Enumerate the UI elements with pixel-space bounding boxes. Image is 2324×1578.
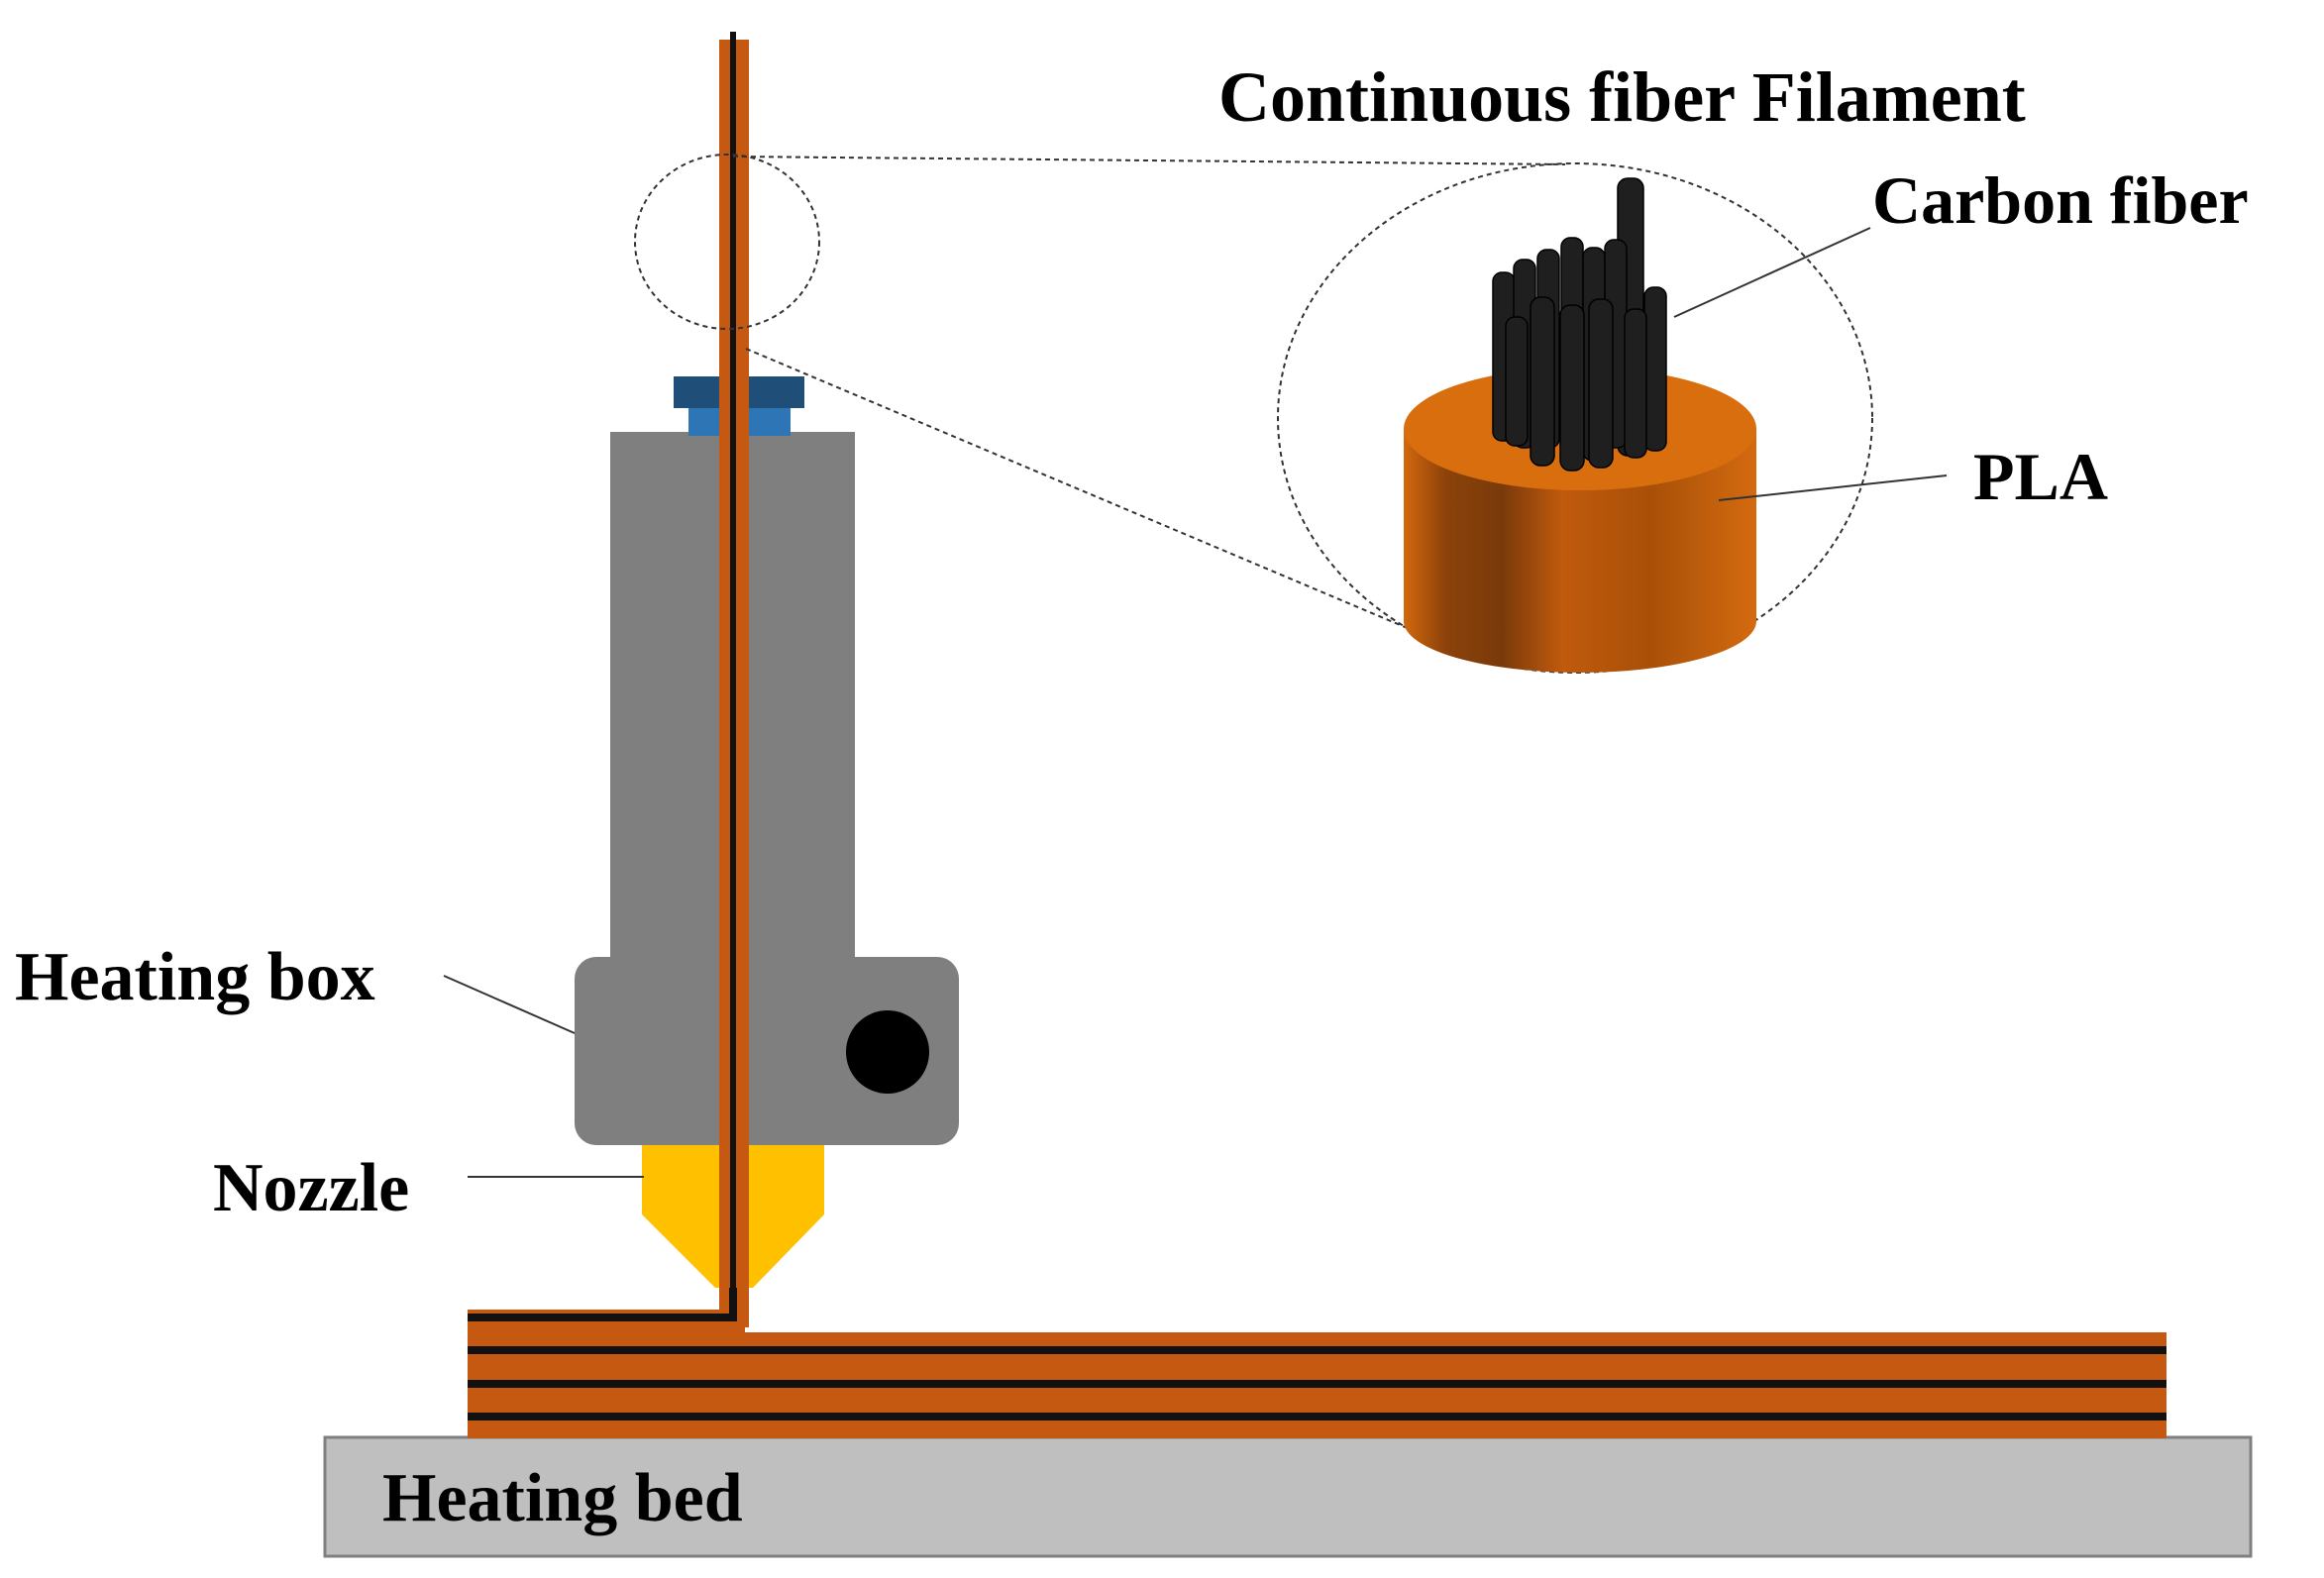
label-nozzle: Nozzle bbox=[213, 1150, 409, 1226]
zoom-indicator bbox=[634, 154, 1873, 674]
filament-cross-section bbox=[1404, 177, 1756, 673]
heating-bed bbox=[323, 1435, 2253, 1558]
label-heating-bed: Heating bed bbox=[382, 1460, 743, 1536]
leader-lines bbox=[443, 227, 1948, 1178]
label-continuous-fiber-filament: Continuous fiber Filament bbox=[1218, 57, 2026, 137]
printed-layers bbox=[468, 1310, 2166, 1438]
carbon-fiber-bundle bbox=[1492, 177, 1667, 472]
heater-cartridge-hole bbox=[846, 1010, 929, 1094]
label-carbon-fiber: Carbon fiber bbox=[1872, 162, 2249, 238]
label-heating-box: Heating box bbox=[15, 939, 375, 1015]
heating-box bbox=[575, 957, 959, 1145]
label-pla: PLA bbox=[1973, 439, 2108, 514]
filament-strand bbox=[468, 32, 749, 1327]
